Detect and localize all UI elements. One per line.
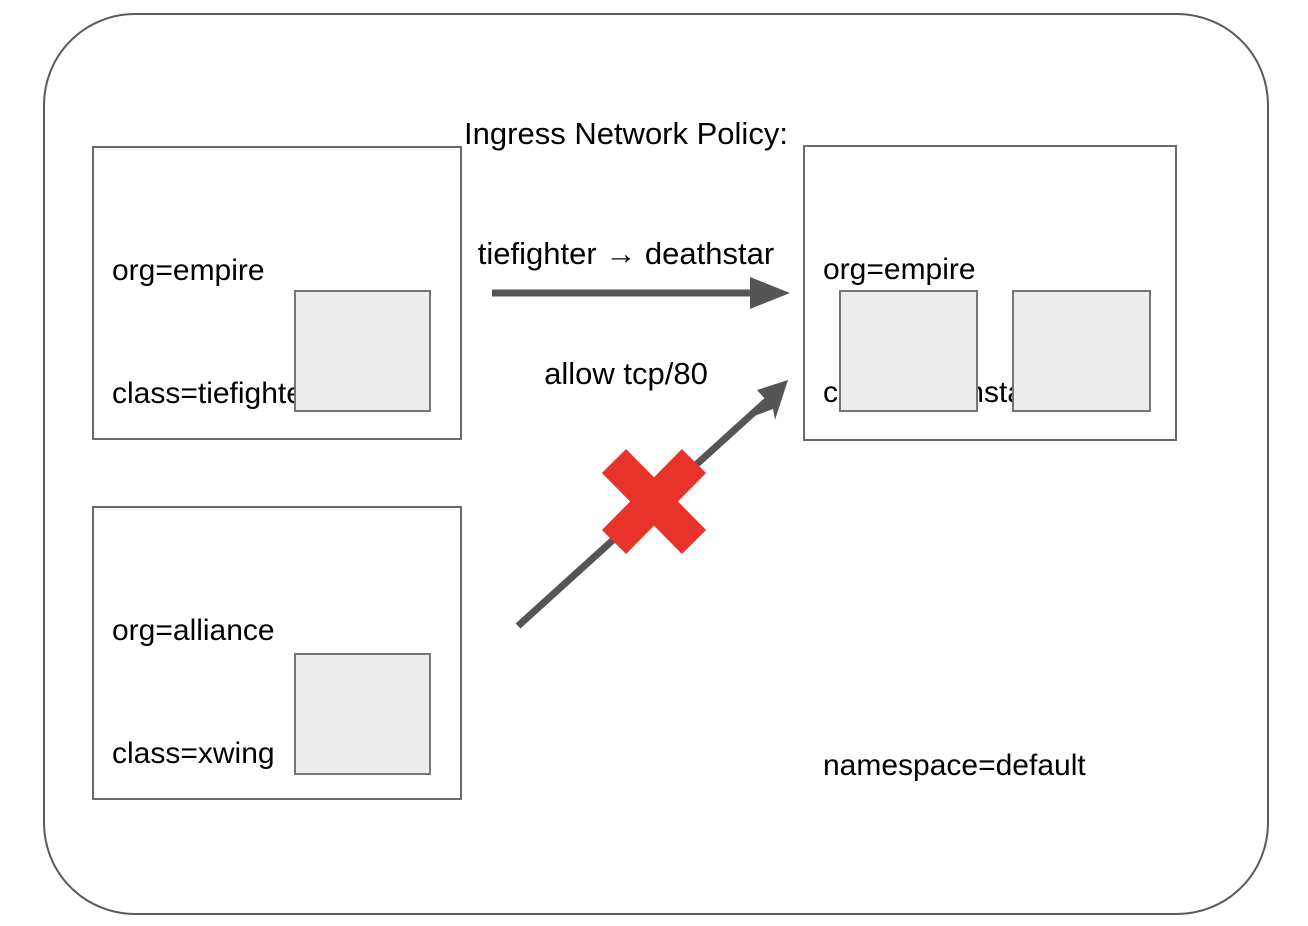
endpoint-label-class: class=xwing [112, 737, 275, 770]
policy-title-line-1: Ingress Network Policy: [464, 116, 788, 151]
pod-tiefighter-1 [294, 290, 431, 412]
pod-deathstar-1 [839, 290, 978, 412]
endpoint-labels-tiefighter: org=empire class=tiefighter [112, 168, 313, 496]
endpoint-label-class: class=tiefighter [112, 377, 313, 410]
policy-title-line-3: allow tcp/80 [544, 356, 708, 391]
endpoint-label-org: org=empire [823, 253, 976, 286]
pod-deathstar-2 [1012, 290, 1151, 412]
namespace-boundary [43, 13, 1269, 915]
policy-title-line-2: tiefighter → deathstar [477, 236, 775, 271]
endpoint-label-org: org=alliance [112, 614, 275, 647]
policy-title: Ingress Network Policy: tiefighter → dea… [396, 34, 856, 474]
namespace-label: namespace=default [823, 749, 1086, 782]
endpoint-labels-xwing: org=alliance class=xwing [112, 528, 275, 856]
pod-xwing-1 [294, 653, 431, 775]
endpoint-label-org: org=empire [112, 254, 265, 287]
